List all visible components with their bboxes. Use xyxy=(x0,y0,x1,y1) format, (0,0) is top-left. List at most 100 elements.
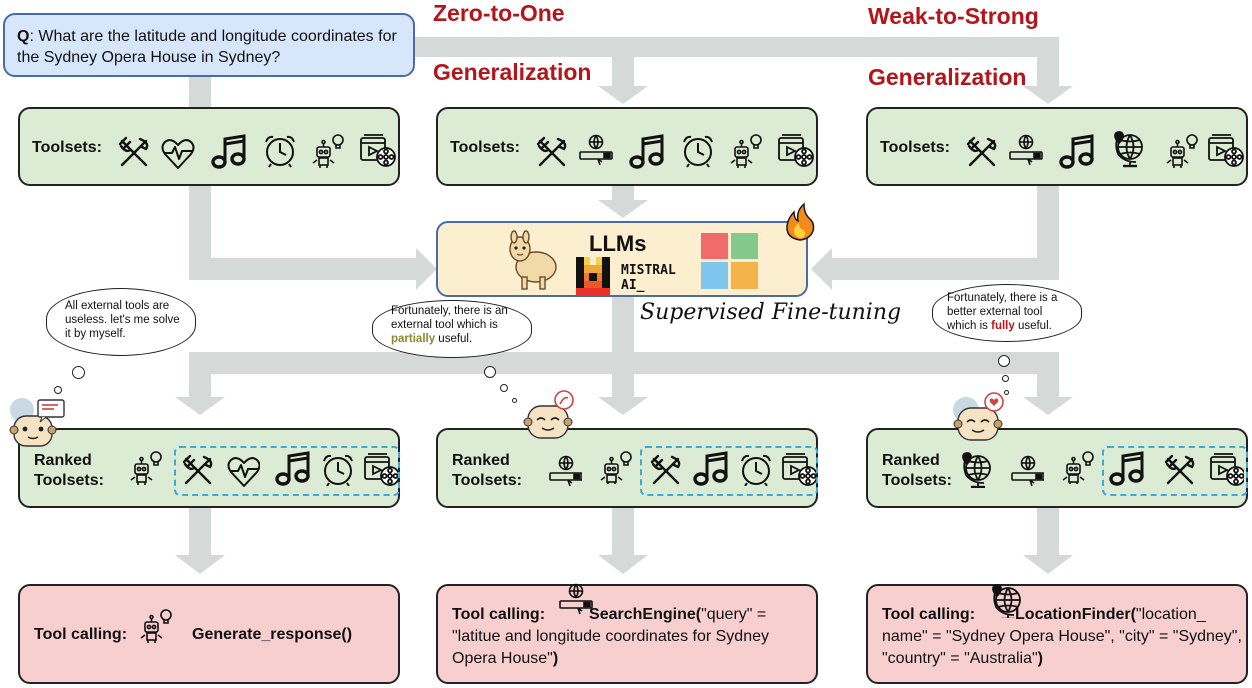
thought-middle-pre: Fortunately, there is an external tool w… xyxy=(391,305,508,331)
alarm-clock-icon xyxy=(323,454,353,486)
toolsets-right: Toolsets: xyxy=(866,107,1248,186)
robot-face-icon xyxy=(953,392,1004,441)
alarm-clock-icon xyxy=(741,454,771,486)
film-reel-icon xyxy=(782,453,816,486)
generate-response-call: Generate_response() xyxy=(192,626,353,643)
tool-call-label: Tool calling: xyxy=(882,606,976,623)
thought-middle-text: Fortunately, there is an external tool w… xyxy=(391,304,521,346)
ranked-label-line1: Ranked xyxy=(452,452,510,469)
llm-title: LLMs xyxy=(589,231,647,256)
music-note-icon xyxy=(211,134,246,169)
zero-title-line1: Zero-to-One xyxy=(433,0,565,26)
sft-label: Supervised Fine-tuning xyxy=(640,300,902,325)
microsoft-logo-icon xyxy=(701,233,758,289)
ranked-label-line1: Ranked xyxy=(34,452,92,469)
film-reel-icon xyxy=(1208,134,1244,167)
robot-face-icon xyxy=(9,398,65,447)
thought-bubble-right: Fortunately, there is a better external … xyxy=(932,284,1082,342)
search-engine-call: SearchEngine( xyxy=(589,606,702,623)
globe-pin-icon xyxy=(1113,131,1144,168)
thought-dot xyxy=(500,384,508,392)
thought-left-text: All external tools are useless. let's me… xyxy=(65,300,180,340)
tool-call-left: Tool calling: Generate_response() xyxy=(18,584,400,684)
alarm-clock-icon xyxy=(265,135,295,168)
thought-dot xyxy=(1002,375,1009,382)
tool-call-middle-text: Tool calling: SearchEngine("query" = "lat… xyxy=(452,604,808,670)
question-text: Q: What are the latitude and longitude c… xyxy=(17,26,407,68)
thought-dot xyxy=(72,366,85,379)
unhelpful-tools-group xyxy=(174,446,400,496)
thought-right-text: Fortunately, there is a better external … xyxy=(947,291,1073,333)
llm-box: LLMs MISTRAL AI_ xyxy=(436,221,808,297)
toolsets-label: Toolsets: xyxy=(32,139,102,156)
film-reel-icon xyxy=(360,134,396,167)
globe-pin-icon xyxy=(961,452,992,488)
location-finder-close: ) xyxy=(1037,650,1043,667)
robot-face-icon xyxy=(523,390,574,439)
fork-knife-icon xyxy=(118,136,149,167)
search-bar-icon xyxy=(549,455,582,487)
thought-dot xyxy=(54,386,62,394)
question-prefix: Q xyxy=(17,28,30,45)
toolsets-left: Toolsets: xyxy=(18,107,400,186)
ranked-toolsets-right: Ranked Toolsets: xyxy=(866,428,1248,508)
music-note-icon xyxy=(1059,134,1094,169)
weak-title-line2: Generalization xyxy=(868,64,1027,90)
robot-idea-icon xyxy=(1062,451,1094,484)
zero-title-line2: Generalization xyxy=(433,59,592,85)
thought-dot xyxy=(484,366,496,378)
heartbeat-icon xyxy=(227,457,260,487)
search-bar-icon xyxy=(579,134,613,166)
mistral-text-line2: AI_ xyxy=(621,278,645,293)
music-note-icon xyxy=(693,451,728,486)
robot-idea-icon xyxy=(730,134,762,169)
mistral-text-line1: MISTRAL xyxy=(621,263,676,278)
fork-knife-icon xyxy=(182,454,213,485)
tool-call-label: Tool calling: xyxy=(452,606,546,623)
ranked-label-line2: Toolsets: xyxy=(452,472,522,489)
search-bar-icon xyxy=(1009,134,1043,166)
toolsets-middle: Toolsets: xyxy=(436,107,818,186)
fork-knife-icon xyxy=(966,136,997,167)
fork-knife-icon xyxy=(1164,454,1195,485)
robot-idea-icon xyxy=(1166,134,1198,169)
robot-idea-icon xyxy=(312,134,344,169)
heartbeat-icon xyxy=(161,139,195,169)
thought-dot xyxy=(512,398,517,403)
fire-icon xyxy=(786,202,815,241)
fork-knife-icon xyxy=(536,136,567,167)
film-reel-icon xyxy=(364,453,398,486)
tool-call-middle: Tool calling: SearchEngine("query" = "lat… xyxy=(436,583,818,684)
tool-call-right-text: Tool calling:LocationFinder("location_ n… xyxy=(882,604,1242,670)
music-note-icon xyxy=(1109,451,1144,486)
unhelpful-tools-group xyxy=(1102,446,1248,496)
thought-bubble-middle: Fortunately, there is an external tool w… xyxy=(372,300,532,358)
mistral-logo-icon xyxy=(576,257,610,295)
robot-idea-icon xyxy=(140,609,172,644)
search-engine-args: "query" = "latitue and longitude coordin… xyxy=(452,606,769,667)
toolsets-label: Toolsets: xyxy=(880,139,950,156)
ranked-label-line1: Ranked xyxy=(882,452,940,469)
thought-right-em: fully xyxy=(991,320,1015,332)
alarm-clock-icon xyxy=(683,135,713,168)
question-body: : What are the latitude and longitude co… xyxy=(17,28,397,66)
robot-idea-icon xyxy=(600,451,632,484)
ranked-toolsets-left: Ranked Toolsets: xyxy=(18,428,400,508)
question-box: Q: What are the latitude and longitude c… xyxy=(3,13,415,77)
tool-call-right: Tool calling:LocationFinder("location_ n… xyxy=(866,584,1248,684)
ranked-label-line2: Toolsets: xyxy=(34,472,104,489)
fork-knife-icon xyxy=(650,454,681,485)
location-finder-args: "location_ name" = "Sydney Opera House",… xyxy=(882,606,1242,667)
thought-right-pre: Fortunately, there is a better external … xyxy=(947,292,1058,332)
toolsets-label: Toolsets: xyxy=(450,139,520,156)
film-reel-icon xyxy=(778,134,814,167)
weak-title-line1: Weak-to-Strong xyxy=(868,3,1039,29)
thought-middle-post: useful. xyxy=(435,333,473,345)
search-engine-close: ) xyxy=(552,650,559,667)
film-reel-icon xyxy=(1210,453,1244,486)
tool-call-label: Tool calling: xyxy=(34,626,128,643)
music-note-icon xyxy=(629,134,664,169)
ranked-label-line2: Toolsets: xyxy=(882,472,952,489)
unhelpful-tools-group xyxy=(640,446,818,496)
